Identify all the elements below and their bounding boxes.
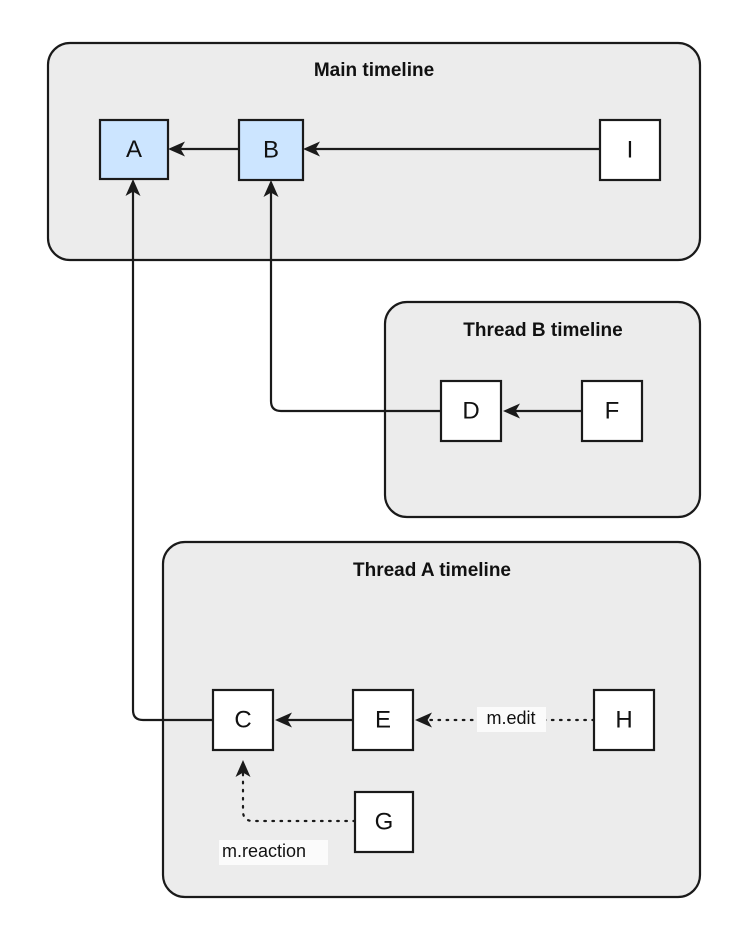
event-node-A[interactable]: A bbox=[98, 118, 170, 181]
node-label: B bbox=[263, 136, 279, 163]
node-label: I bbox=[627, 136, 634, 163]
container-background bbox=[46, 41, 702, 262]
edge-label-text: m.reaction bbox=[222, 841, 306, 861]
edge-g-to-c[interactable] bbox=[235, 760, 357, 823]
node-label: A bbox=[126, 136, 142, 163]
node-box bbox=[580, 379, 644, 443]
arrowhead-icon bbox=[235, 760, 251, 777]
arrowhead-icon bbox=[415, 712, 432, 728]
arrowhead-icon bbox=[303, 141, 320, 157]
node-box bbox=[351, 688, 415, 752]
event-node-H[interactable]: H bbox=[592, 688, 656, 752]
edge-h-to-e[interactable] bbox=[415, 712, 596, 728]
event-node-G[interactable]: G bbox=[353, 790, 415, 854]
arrowhead-icon bbox=[263, 180, 279, 197]
arrowhead-icon bbox=[503, 403, 520, 419]
event-node-F[interactable]: F bbox=[580, 379, 644, 443]
event-node-I[interactable]: I bbox=[598, 118, 662, 182]
edge-label-backdrop bbox=[219, 840, 328, 865]
arrowhead-icon bbox=[125, 179, 141, 196]
nodes-layer: A B I D F C E H G bbox=[98, 118, 662, 854]
node-box bbox=[439, 379, 503, 443]
edge-label-backdrop bbox=[477, 707, 546, 732]
node-label: H bbox=[615, 706, 632, 733]
node-label: F bbox=[605, 397, 620, 424]
container-background bbox=[383, 300, 702, 519]
arrowhead-icon bbox=[168, 141, 185, 157]
edge-line bbox=[131, 189, 213, 722]
container-title: Main timeline bbox=[314, 60, 434, 81]
node-box bbox=[98, 118, 170, 181]
node-box bbox=[211, 688, 275, 752]
edge-labels-layer: m.edit m.reaction bbox=[219, 707, 546, 865]
timeline-container-main[interactable]: Main timeline bbox=[46, 41, 702, 262]
timeline-container-thread_b[interactable]: Thread B timeline bbox=[383, 300, 702, 519]
edge-f-to-d[interactable] bbox=[503, 403, 582, 419]
edge-label-g-to-c: m.reaction bbox=[219, 840, 328, 865]
node-box bbox=[592, 688, 656, 752]
node-box bbox=[237, 118, 305, 182]
node-box bbox=[353, 790, 415, 854]
event-node-D[interactable]: D bbox=[439, 379, 503, 443]
node-label: G bbox=[375, 808, 394, 835]
container-title: Thread B timeline bbox=[463, 320, 622, 341]
edges-layer bbox=[125, 141, 600, 823]
edge-c-to-a[interactable] bbox=[125, 179, 214, 722]
edge-label-text: m.edit bbox=[486, 708, 535, 728]
edge-i-to-b[interactable] bbox=[303, 141, 600, 157]
node-label: E bbox=[375, 706, 391, 733]
edge-label-h-to-e: m.edit bbox=[477, 707, 546, 732]
node-label: C bbox=[234, 706, 251, 733]
arrowhead-icon bbox=[275, 712, 292, 728]
event-node-B[interactable]: B bbox=[237, 118, 305, 182]
container-title: Thread A timeline bbox=[353, 560, 511, 581]
edge-d-to-b[interactable] bbox=[263, 180, 442, 413]
event-node-C[interactable]: C bbox=[211, 688, 275, 752]
edge-b-to-a[interactable] bbox=[168, 141, 239, 157]
edge-e-to-c[interactable] bbox=[275, 712, 353, 728]
event-node-E[interactable]: E bbox=[351, 688, 415, 752]
node-box bbox=[598, 118, 662, 182]
edge-line bbox=[269, 190, 441, 413]
node-label: D bbox=[462, 397, 479, 424]
